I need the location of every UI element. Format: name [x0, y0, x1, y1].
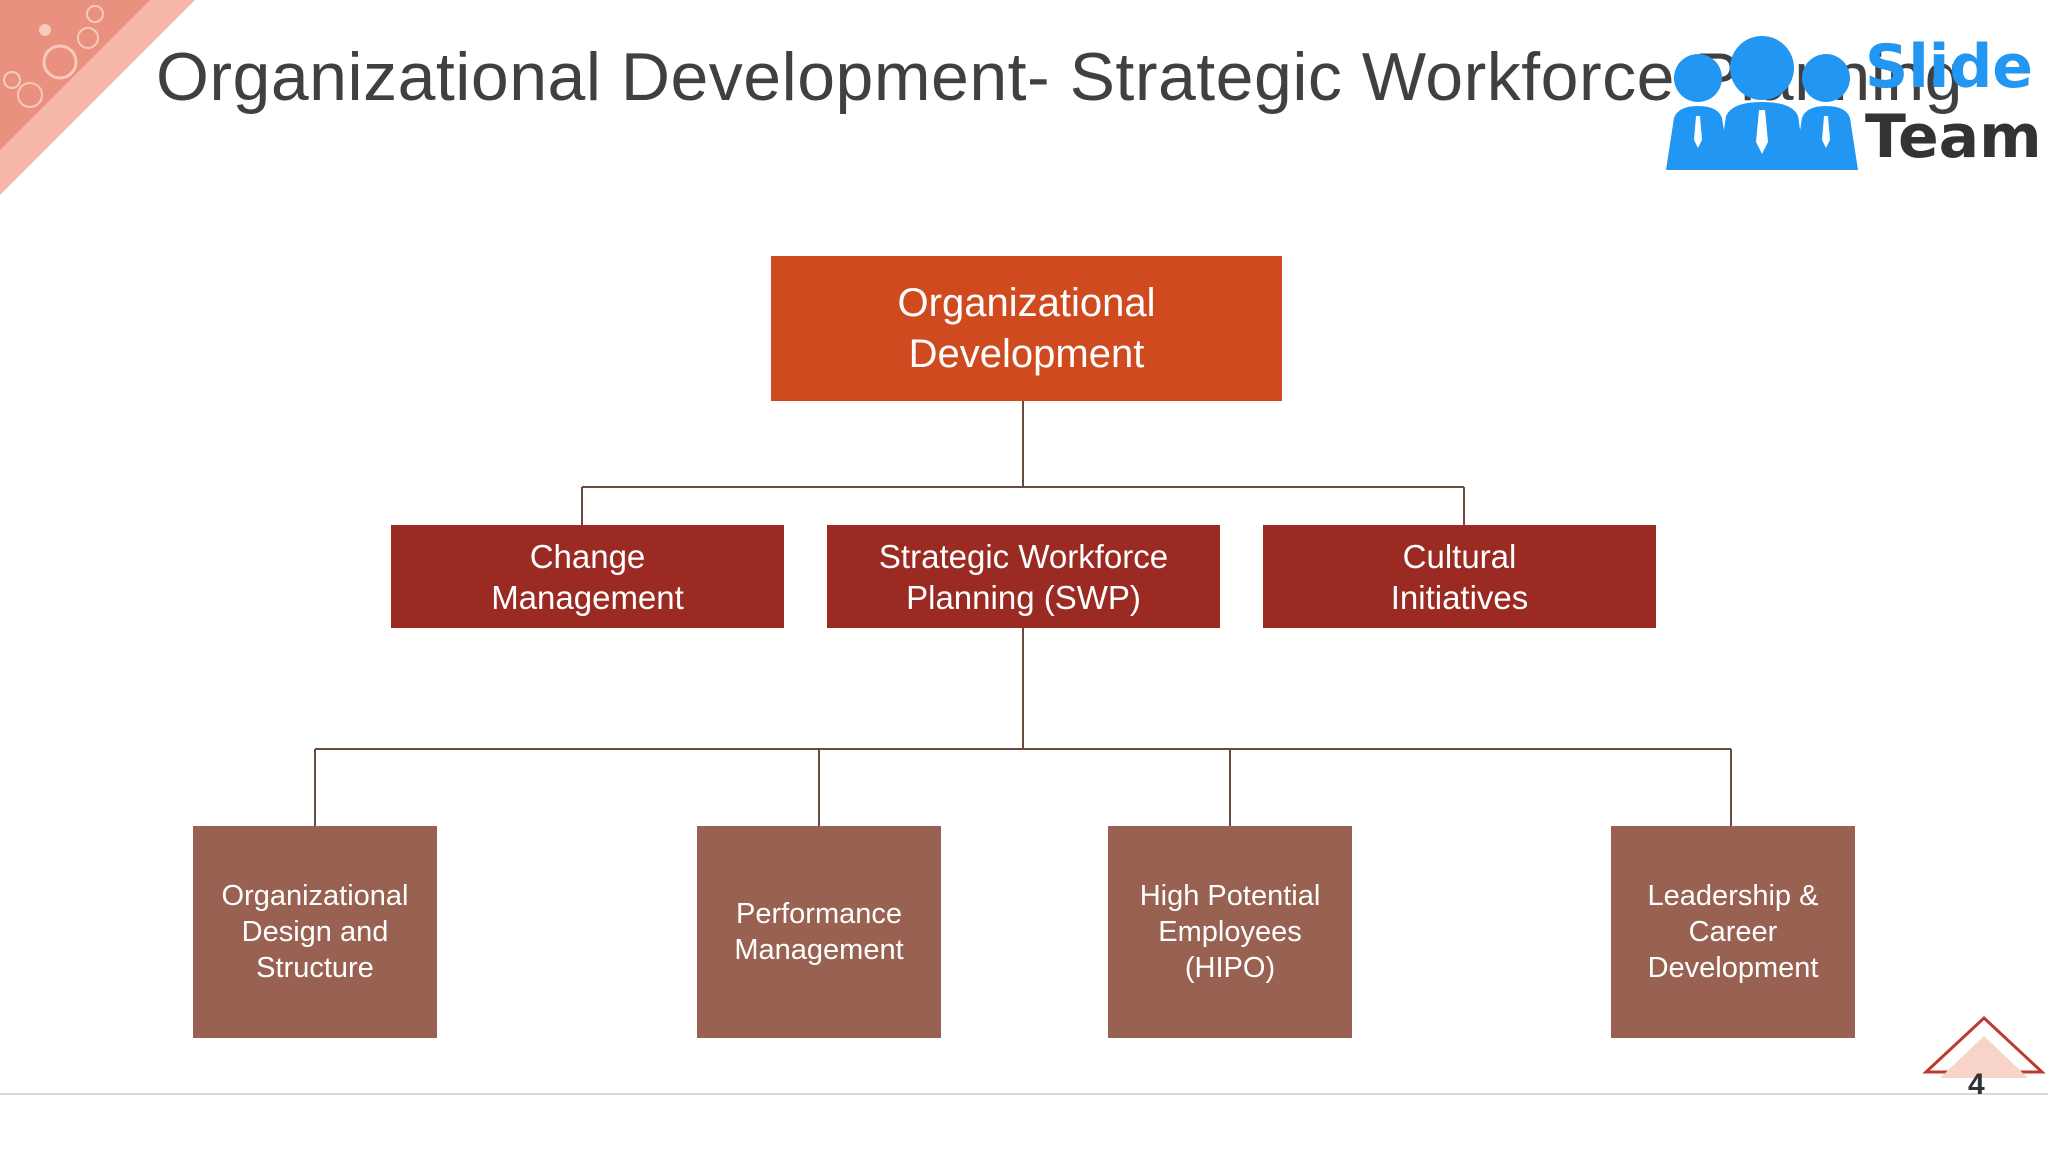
node-change-management: Change Management	[391, 525, 784, 628]
node-cultural-initiatives: Cultural Initiatives	[1263, 525, 1656, 628]
node-label-line: Initiatives	[1390, 578, 1529, 616]
node-label-line: Leadership &	[1647, 880, 1819, 912]
node-label-line: Development	[908, 331, 1145, 376]
people-icon	[1666, 36, 1858, 170]
node-organizational-development: Organizational Development	[771, 256, 1282, 401]
node-label-line: Performance	[735, 898, 902, 930]
node-label-line: Design and	[241, 916, 389, 948]
logo-text-slide: Slide	[1865, 32, 2033, 102]
node-leadership-career-development: Leadership & Career Development	[1611, 826, 1855, 1038]
footer-divider	[0, 1093, 2048, 1095]
node-label-line: Management	[491, 578, 684, 616]
corner-decoration	[0, 0, 195, 195]
node-label-line: Structure	[256, 952, 374, 984]
node-high-potential-employees: High Potential Employees (HIPO)	[1108, 826, 1352, 1038]
node-label-line: (HIPO)	[1184, 952, 1276, 984]
node-label-line: Organizational	[897, 280, 1156, 325]
slideteam-logo: Slide Team	[1660, 20, 2042, 172]
node-label-line: Management	[734, 934, 904, 966]
node-label-line: Development	[1647, 952, 1819, 984]
page-number: 4	[1968, 1068, 1985, 1101]
node-label-line: Employees	[1158, 916, 1302, 948]
node-label-line: Cultural	[1402, 537, 1517, 575]
node-label-line: Planning (SWP)	[906, 578, 1141, 616]
node-label-line: High Potential	[1139, 880, 1321, 912]
page-number-marker-icon	[1922, 1016, 2046, 1078]
page-title: Organizational Development- Strategic Wo…	[156, 39, 1963, 115]
node-label-line: Organizational	[221, 880, 409, 912]
node-strategic-workforce-planning: Strategic Workforce Planning (SWP)	[827, 525, 1220, 628]
node-organizational-design: Organizational Design and Structure	[193, 826, 437, 1038]
node-performance-management: Performance Management	[697, 826, 941, 1038]
node-label-line: Career	[1688, 916, 1778, 948]
node-label-line: Strategic Workforce	[878, 537, 1169, 575]
logo-text-team: Team	[1865, 102, 2042, 172]
node-label-line: Change	[529, 537, 646, 575]
